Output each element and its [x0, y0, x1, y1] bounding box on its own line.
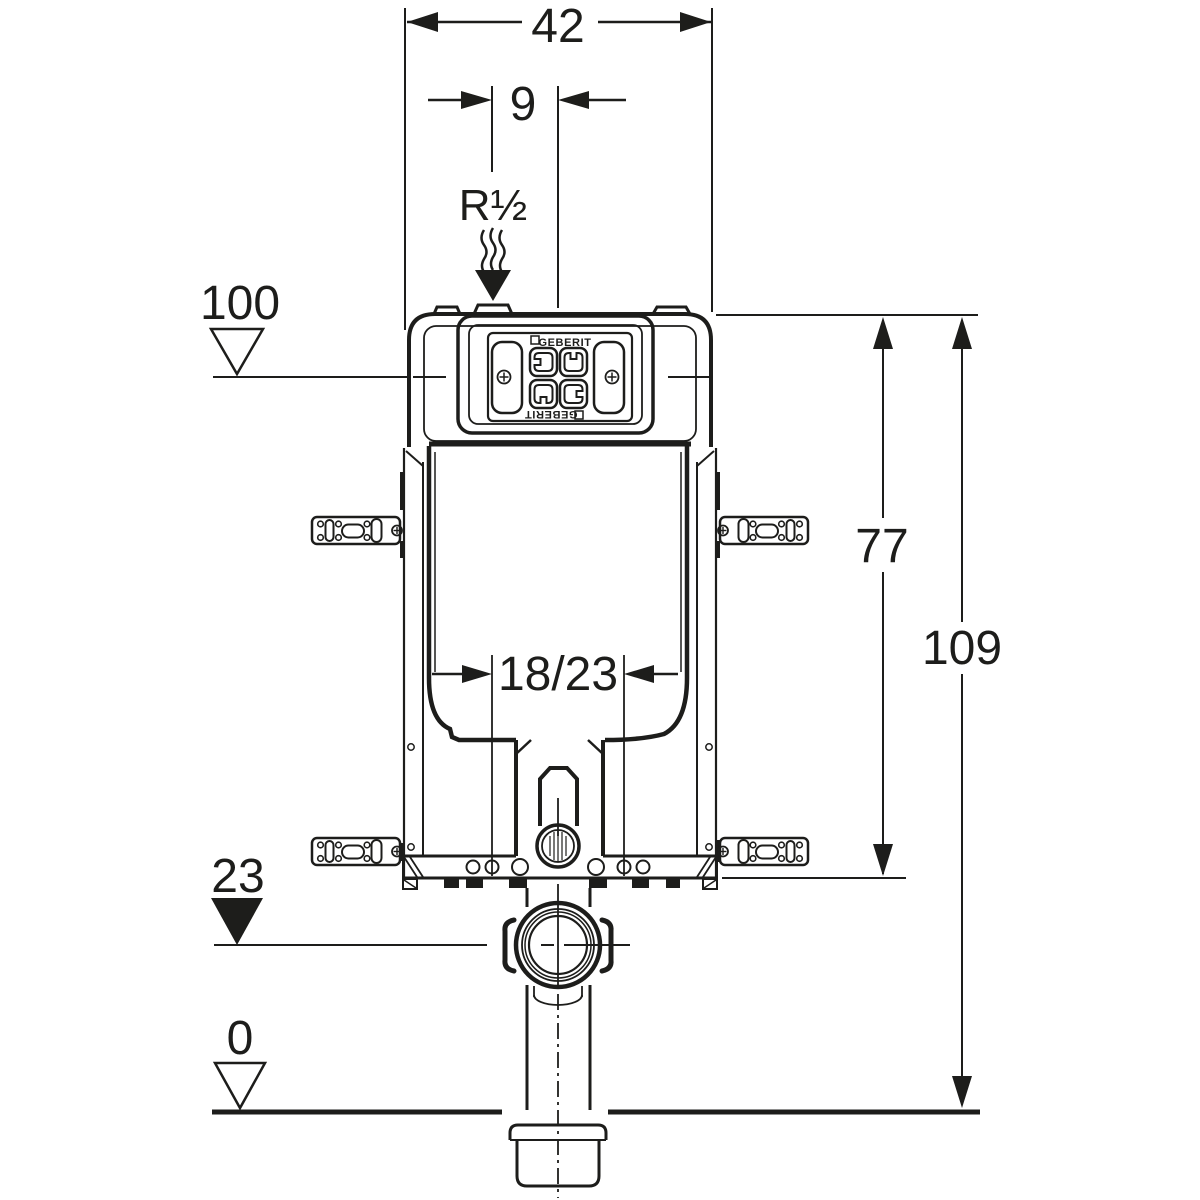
arrow-down-icon [952, 1076, 972, 1108]
brand-logo-top: GEBERIT [538, 337, 591, 349]
flush-bend-outlet [535, 823, 581, 869]
dim-109-label: 109 [922, 622, 1002, 675]
level-triangle-filled-icon [211, 898, 263, 945]
rail-hole [407, 843, 415, 851]
rail-hole [705, 843, 713, 851]
dimension-frame-77: 77 [855, 317, 909, 876]
rail-hole [511, 858, 529, 876]
rail-lock-bar [400, 541, 405, 558]
panel-side-plate [592, 340, 626, 415]
water-supply-connection: R½ [459, 181, 527, 301]
screw-icon [717, 845, 729, 858]
dimension-supply-offset-9: 9 [428, 78, 626, 308]
dimension-width-42: 42 [404, 0, 713, 330]
level-marker-100: 100 [200, 277, 709, 378]
rail-hole [635, 859, 651, 875]
arrow-up-icon [952, 317, 972, 349]
arrow-left-icon [558, 91, 589, 109]
bottom-rail [402, 854, 718, 890]
screw-icon [496, 369, 512, 385]
rail-foot [666, 879, 680, 888]
brand-logo-bottom: GEBERIT [524, 408, 577, 420]
rail-end-foot [702, 878, 718, 890]
rail-foot [589, 879, 607, 888]
rail-hole [705, 743, 713, 751]
screw-icon [717, 524, 729, 537]
cistern-upper-box [407, 303, 713, 447]
rail-hole [465, 859, 481, 875]
rail-lock-bar [400, 472, 405, 510]
rail-foot [444, 879, 459, 888]
flush-button [528, 378, 559, 410]
dimension-heights: 77 109 [716, 314, 1002, 1108]
screw-icon [391, 845, 403, 858]
rail-hole [587, 858, 605, 876]
pipe-clamp-icon [502, 917, 517, 974]
arrow-right-icon [461, 91, 492, 109]
top-tab [651, 305, 692, 315]
level-marker-23: 23 [211, 850, 265, 945]
supply-arrow-icon [475, 270, 511, 301]
mounting-bracket-lower-right [717, 836, 810, 867]
rail-lock-bar [715, 472, 720, 510]
pipe-coupling [508, 1123, 608, 1188]
top-tab [432, 305, 462, 315]
water-squiggle-icon [498, 229, 506, 273]
top-tab-supply [472, 303, 514, 315]
mounting-bracket-upper-right [717, 515, 810, 546]
arrow-right-icon [680, 12, 711, 32]
level-23-label: 23 [211, 850, 264, 903]
rail-foot [466, 879, 483, 888]
mounting-bracket-upper-left [310, 515, 403, 546]
rail-foot [632, 879, 649, 888]
flush-button [558, 346, 589, 378]
flush-button [528, 346, 559, 378]
rail-end-foot [402, 878, 418, 890]
cistern-tank [426, 446, 690, 869]
supply-thread-label: R½ [459, 181, 527, 230]
brand-logo-square-icon [530, 335, 540, 345]
flush-valve-seat [538, 766, 579, 826]
level-triangle-open-icon [208, 327, 266, 377]
dim-42-label: 42 [531, 0, 584, 53]
rail-foot [509, 879, 527, 888]
flush-button [558, 378, 589, 410]
arrow-left-icon [624, 665, 654, 683]
panel-side-plate [490, 340, 524, 415]
screw-icon [391, 524, 403, 537]
level-100-label: 100 [200, 277, 280, 330]
brand-logo-square-icon [574, 410, 584, 420]
screw-icon [604, 369, 620, 385]
mounting-bracket-lower-left [310, 836, 403, 867]
water-squiggle-icon [489, 227, 497, 271]
dim-9-label: 9 [510, 78, 537, 131]
arrow-down-icon [873, 844, 893, 876]
arrow-up-icon [873, 317, 893, 349]
level-0-label: 0 [227, 1012, 254, 1065]
arrow-right-icon [462, 665, 492, 683]
dim-77-label: 77 [855, 520, 908, 573]
dimension-outlet-18-23: 18/23 [432, 648, 678, 876]
rail-lock-bar [715, 541, 720, 558]
level-marker-0-floor: 0 [212, 1012, 980, 1115]
drain-assembly [214, 884, 630, 1198]
access-panel: GEBERIT GEBERIT [456, 314, 655, 435]
level-triangle-open-icon [212, 1061, 268, 1111]
dimension-total-109: 109 [922, 317, 1002, 1108]
water-squiggle-icon [480, 229, 488, 273]
arrow-left-icon [407, 12, 438, 32]
rail-hole [407, 743, 415, 751]
dim-18-23-label: 18/23 [498, 648, 618, 701]
